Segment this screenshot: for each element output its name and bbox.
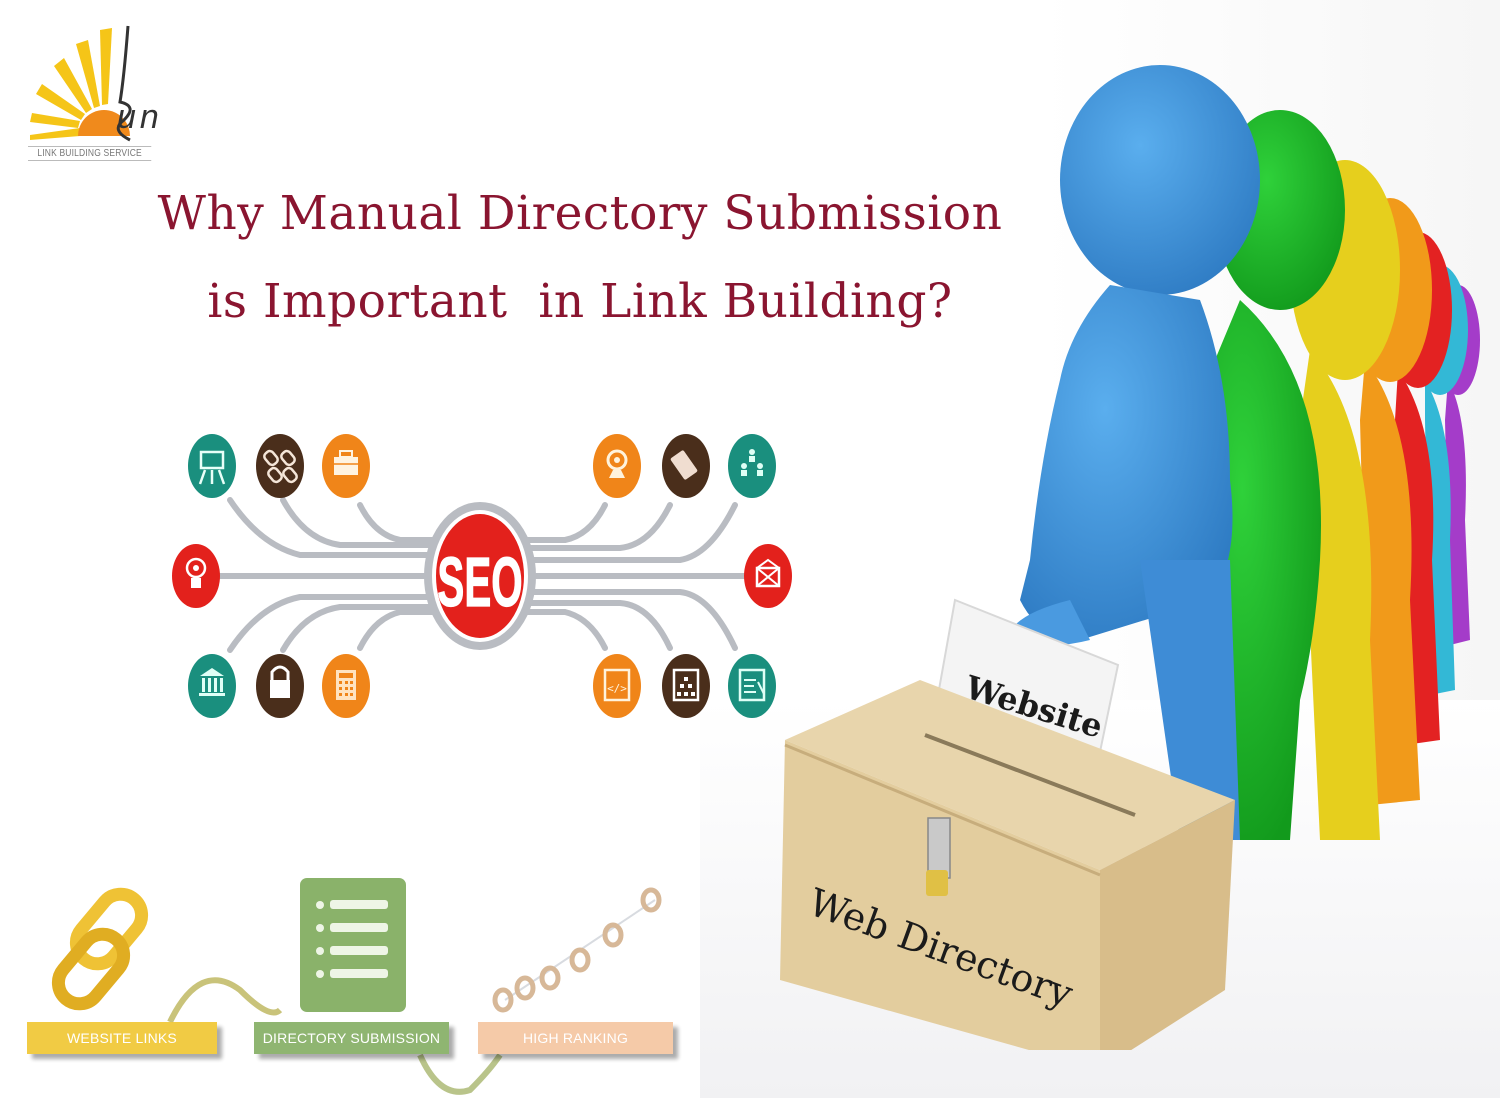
steps-illustration <box>51 878 662 1095</box>
briefcase-icon <box>322 434 370 498</box>
page-title: Why Manual Directory Submission is Impor… <box>120 170 1040 346</box>
envelope-icon <box>744 544 792 608</box>
title-line-2: is Important in Link Building? <box>207 274 953 329</box>
people-queue-illustration <box>1015 65 1480 840</box>
step-high-ranking: HIGH RANKING <box>478 1022 673 1054</box>
bank-building-icon <box>188 654 236 718</box>
box-latch <box>927 817 951 879</box>
logo-tagline: LINK BUILDING SERVICE <box>28 146 152 161</box>
person-figure-blue <box>1015 65 1260 840</box>
code-window-icon: </> <box>593 654 641 718</box>
seo-label: SEO <box>437 544 522 622</box>
webcam-icon <box>593 434 641 498</box>
logo-wordmark: un <box>117 98 163 136</box>
step-website-links: WEBSITE LINKS <box>27 1022 217 1054</box>
sun-rays-icon <box>30 25 132 142</box>
rising-rings-icon <box>492 887 662 1013</box>
list-document-icon <box>300 878 406 1012</box>
padlock-icon <box>256 654 304 718</box>
chain-link-icon <box>51 887 149 1011</box>
calculator-icon <box>322 654 370 718</box>
seo-badge <box>436 514 524 638</box>
document-edit-icon <box>728 654 776 718</box>
lightbulb-icon <box>172 544 220 608</box>
seo-diagram: SEO <box>172 434 792 718</box>
ballot-box-illustration <box>780 598 1235 1050</box>
sitemap-window-icon <box>662 654 710 718</box>
padlock-icon <box>926 870 948 896</box>
org-chart-icon <box>728 434 776 498</box>
step-directory-submission: DIRECTORY SUBMISSION <box>254 1022 449 1054</box>
title-line-1: Why Manual Directory Submission <box>157 186 1003 241</box>
chain-links-icon <box>256 434 304 498</box>
price-tag-icon <box>662 434 710 498</box>
presentation-board-icon <box>188 434 236 498</box>
svg-text:</>: </> <box>607 682 627 695</box>
